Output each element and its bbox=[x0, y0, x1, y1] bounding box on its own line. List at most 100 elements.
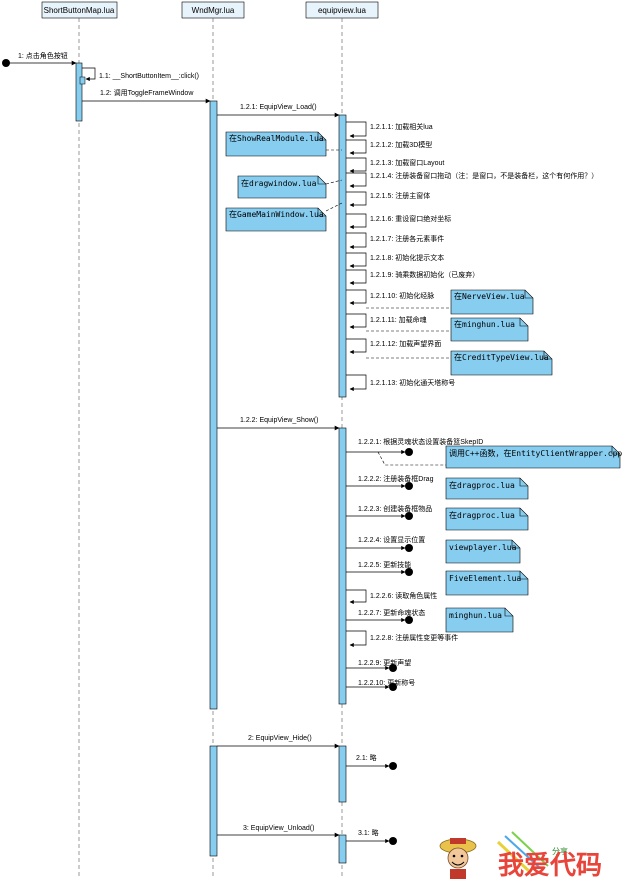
message-1-2-label: 1.2: 调用ToggleFrameWindow bbox=[100, 88, 194, 97]
note-10-label: viewplayer.lua bbox=[449, 543, 517, 552]
self-call-1-2-1-10-label: 1.2.1.10: 初始化经脉 bbox=[370, 291, 434, 300]
call-1-2-2-7: 1.2.2.7: 更新命魂状态 bbox=[346, 608, 425, 624]
note-4-label: 在NerveView.lua bbox=[454, 291, 525, 301]
activation-equip-load bbox=[338, 114, 347, 398]
self-call-1-2-1-7-label: 1.2.1.7: 注册各元素事件 bbox=[370, 234, 444, 243]
message-1-2-2: 1.2.2: EquipView_Show() bbox=[217, 417, 340, 431]
lifeline-header-equip: equipview.lua bbox=[305, 1, 379, 19]
message-1-2: 1.2: 调用ToggleFrameWindow bbox=[82, 88, 211, 104]
note-4: 在NerveView.lua bbox=[366, 289, 534, 315]
lifeline-header-short: ShortButtonMap.lua bbox=[41, 1, 118, 19]
self-call-1-2-1-2-label: 1.2.1.2: 加载3D模型 bbox=[370, 140, 432, 149]
note-8-label: 在dragproc.lua bbox=[449, 480, 515, 490]
call-1-2-2-6-label: 1.2.2.6: 读取角色属性 bbox=[370, 591, 437, 600]
self-call-1-2-1-5-label: 1.2.1.5: 注册主窗体 bbox=[370, 191, 430, 200]
call-1-2-2-9-label: 1.2.2.9: 更新声望 bbox=[358, 658, 411, 667]
note-1-label: 在ShowRealModule.lua bbox=[229, 133, 324, 143]
note-1: 在ShowRealModule.lua bbox=[225, 131, 342, 157]
note-7-label: 调用C++函数，在EntityClientWrapper.cpp bbox=[449, 448, 622, 458]
note-3: 在GameMainWindow.lua bbox=[225, 202, 343, 232]
note-2: 在dragwindow.lua bbox=[237, 175, 343, 199]
call-1-2-2-4-label: 1.2.2.4: 设置显示位置 bbox=[358, 535, 425, 544]
self-call-1-2-1-1-label: 1.2.1.1: 加载相关lua bbox=[370, 122, 433, 131]
header-short-label: ShortButtonMap.lua bbox=[44, 6, 115, 15]
self-call-1-2-1-13: 1.2.1.13: 初始化通天塔称号 bbox=[346, 374, 455, 392]
call-1-2-2-3: 1.2.2.3: 创建装备框物品 bbox=[346, 504, 432, 520]
message-3: 3: EquipView_Unload() bbox=[217, 825, 340, 838]
call-1-2-2-10: 1.2.2.10: 更新称号 bbox=[346, 678, 415, 691]
note-12-label: minghun.lua bbox=[449, 611, 502, 620]
note-2-label: 在dragwindow.lua bbox=[241, 178, 317, 188]
activation-wnd-hide bbox=[209, 745, 218, 857]
call-1-2-2-8-label: 1.2.2.8: 注册属性变更等事件 bbox=[370, 633, 458, 642]
self-call-1-2-1-1: 1.2.1.1: 加载相关lua bbox=[346, 121, 433, 139]
note-11: FiveElement.lua bbox=[445, 570, 529, 596]
lifeline-header-wnd: WndMgr.lua bbox=[181, 1, 245, 19]
self-call-1-2-1-9: 1.2.1.9: 骑乘数据初始化（已废弃） bbox=[346, 269, 479, 286]
call-1-2-2-1: 1.2.2.1: 根据灵魂状态设置装备篮SkepID bbox=[346, 437, 483, 456]
self-call-1-2-1-10: 1.2.1.10: 初始化经脉 bbox=[346, 289, 434, 306]
self-call-1-2-1-3: 1.2.1.3: 加载窗口Layout bbox=[346, 157, 444, 174]
note-3-label: 在GameMainWindow.lua bbox=[229, 209, 324, 219]
header-equip-label: equipview.lua bbox=[318, 6, 367, 15]
self-call-1-2-1-8-label: 1.2.1.8: 初始化提示文本 bbox=[370, 253, 444, 262]
message-1-label: 1: 点击角色按钮 bbox=[18, 51, 68, 60]
self-call-1-2-1-2: 1.2.1.2: 加载3D模型 bbox=[346, 139, 432, 156]
activation-short bbox=[75, 62, 83, 122]
message-1: 1: 点击角色按钮 bbox=[2, 51, 77, 67]
self-call-1-2-1-12: 1.2.1.12: 加载声望界面 bbox=[346, 338, 441, 355]
self-call-1-2-1-3-label: 1.2.1.3: 加载窗口Layout bbox=[370, 158, 444, 167]
message-1-1: 1.1: __ShortButtonItem__:click() bbox=[82, 67, 199, 82]
note-12: minghun.lua bbox=[445, 607, 514, 633]
self-call-1-2-1-6-label: 1.2.1.6: 重设窗口绝对坐标 bbox=[370, 214, 451, 223]
message-1-2-1-label: 1.2.1: EquipView_Load() bbox=[240, 104, 317, 111]
call-2-1-label: 2.1: 略 bbox=[356, 753, 377, 762]
call-1-2-2-2: 1.2.2.2: 注册装备框Drag bbox=[346, 474, 434, 490]
self-call-1-2-1-8: 1.2.1.8: 初始化提示文本 bbox=[346, 252, 444, 269]
activation-equip-unload bbox=[338, 834, 347, 864]
swoosh-icon bbox=[496, 831, 549, 874]
activation-short-self bbox=[79, 76, 86, 85]
call-1-2-2-3-label: 1.2.2.3: 创建装备框物品 bbox=[358, 504, 432, 513]
header-wnd-label: WndMgr.lua bbox=[192, 6, 235, 15]
call-1-2-2-10-label: 1.2.2.10: 更新称号 bbox=[358, 678, 415, 687]
call-1-2-2-5-label: 1.2.2.5: 更新技能 bbox=[358, 560, 411, 569]
self-call-1-2-1-4-label: 1.2.1.4: 注册装备窗口拖动（注：是窗口，不是装备栏，这个有何作用？） bbox=[370, 171, 598, 180]
self-call-1-2-1-9-label: 1.2.1.9: 骑乘数据初始化（已废弃） bbox=[370, 270, 479, 279]
self-call-1-2-1-12-label: 1.2.1.12: 加载声望界面 bbox=[370, 339, 441, 348]
call-1-2-2-2-label: 1.2.2.2: 注册装备框Drag bbox=[358, 474, 434, 483]
message-3-label: 3: EquipView_Unload() bbox=[243, 825, 314, 832]
activation-equip-hide bbox=[338, 745, 347, 803]
call-1-2-2-5: 1.2.2.5: 更新技能 bbox=[346, 560, 413, 576]
note-6-label: 在CreditTypeView.lua bbox=[454, 352, 549, 362]
call-3-1-label: 3.1: 略 bbox=[358, 828, 379, 837]
self-call-1-2-1-5: 1.2.1.5: 注册主窗体 bbox=[346, 191, 430, 208]
activation-equip-show bbox=[338, 427, 347, 705]
call-1-2-2-1-label: 1.2.2.1: 根据灵魂状态设置装备篮SkepID bbox=[358, 437, 483, 446]
message-1-1-label: 1.1: __ShortButtonItem__:click() bbox=[99, 73, 199, 80]
message-1-2-1: 1.2.1: EquipView_Load() bbox=[217, 104, 340, 118]
self-call-1-2-1-4: 1.2.1.4: 注册装备窗口拖动（注：是窗口，不是装备栏，这个有何作用？） bbox=[346, 171, 598, 189]
call-1-2-2-4: 1.2.2.4: 设置显示位置 bbox=[346, 535, 425, 552]
note-5-label: 在minghun.lua bbox=[454, 319, 515, 329]
note-5: 在minghun.lua bbox=[366, 317, 529, 342]
watermark: 分享 我爱代码 bbox=[439, 831, 602, 881]
call-1-2-2-8: 1.2.2.8: 注册属性变更等事件 bbox=[346, 630, 458, 648]
call-2-1: 2.1: 略 bbox=[346, 753, 397, 770]
note-11-label: FiveElement.lua bbox=[449, 574, 521, 583]
call-1-2-2-7-label: 1.2.2.7: 更新命魂状态 bbox=[358, 608, 425, 617]
note-9: 在dragproc.lua bbox=[445, 507, 529, 531]
activation-wnd bbox=[209, 100, 218, 710]
self-call-1-2-1-6: 1.2.1.6: 重设窗口绝对坐标 bbox=[346, 213, 451, 230]
call-1-2-2-6: 1.2.2.6: 读取角色属性 bbox=[346, 589, 437, 605]
self-call-1-2-1-13-label: 1.2.1.13: 初始化通天塔称号 bbox=[370, 378, 455, 387]
watermark-label: 我爱代码 bbox=[498, 851, 602, 881]
note-8: 在dragproc.lua bbox=[445, 477, 529, 500]
call-1-2-2-9: 1.2.2.9: 更新声望 bbox=[346, 658, 411, 672]
self-call-1-2-1-11: 1.2.1.11: 加载命魂 bbox=[346, 313, 427, 330]
self-call-1-2-1-7: 1.2.1.7: 注册各元素事件 bbox=[346, 232, 444, 250]
pirate-avatar-icon bbox=[439, 838, 477, 879]
watermark-small-label: 分享 bbox=[552, 846, 568, 856]
message-2: 2: EquipView_Hide() bbox=[217, 735, 340, 749]
